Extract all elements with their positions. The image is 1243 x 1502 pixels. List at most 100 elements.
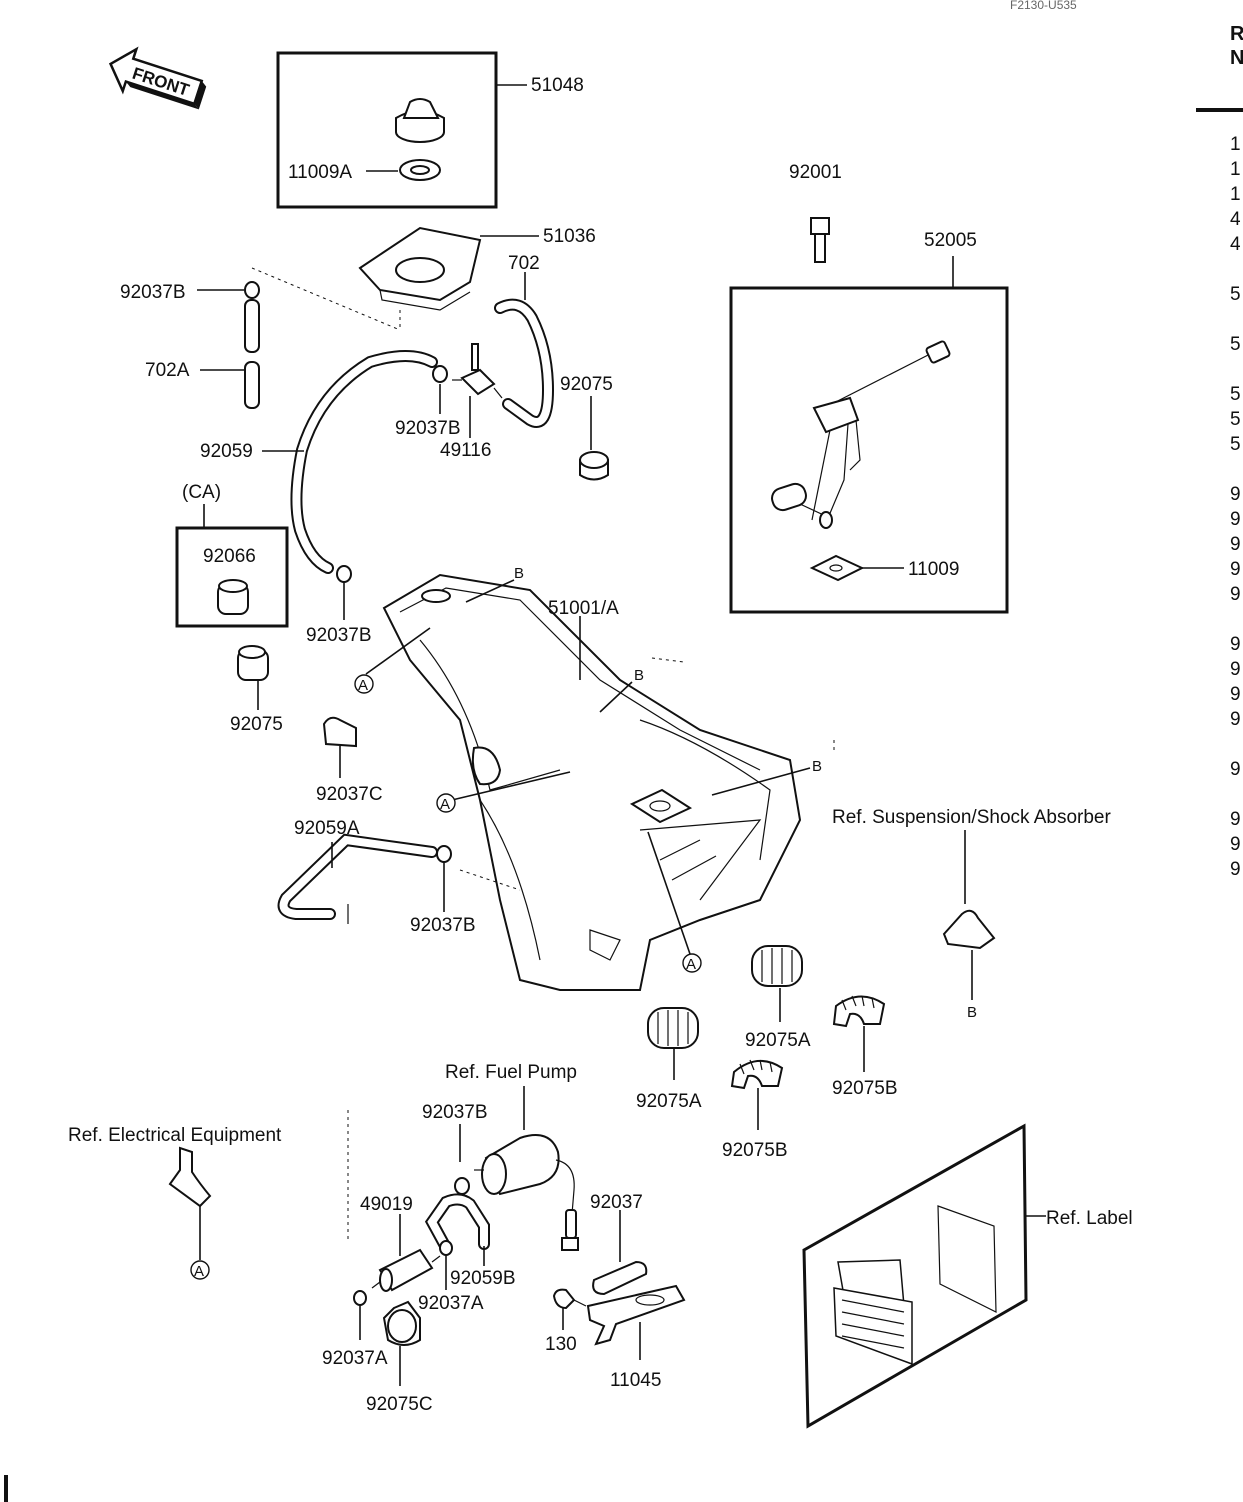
col-digit: 9 bbox=[1230, 859, 1241, 880]
col-digit: 9 bbox=[1230, 684, 1241, 705]
bolt-130-icon bbox=[552, 1288, 587, 1310]
col-digit: 9 bbox=[1230, 559, 1241, 580]
col-digit: 9 bbox=[1230, 834, 1241, 855]
ref-suspension: Ref. Suspension/Shock Absorber bbox=[832, 807, 1112, 828]
clip-92037C-icon bbox=[322, 716, 357, 748]
valve-49116-icon bbox=[452, 343, 503, 399]
marker-A-2: A bbox=[440, 796, 450, 813]
col-digit: 5 bbox=[1230, 334, 1241, 355]
label-92059A: 92059A bbox=[294, 818, 360, 839]
fuel-filter-49019-icon bbox=[371, 1248, 441, 1292]
clip-92037B-mid-icon bbox=[432, 365, 448, 383]
label-51048: 51048 bbox=[531, 75, 584, 96]
cushion-92075-left-icon bbox=[237, 645, 269, 681]
label-702: 702 bbox=[508, 253, 540, 274]
col-digit: 4 bbox=[1230, 234, 1241, 255]
front-arrow-icon: FRONT bbox=[108, 46, 207, 110]
ref-electrical: Ref. Electrical Equipment bbox=[68, 1125, 282, 1146]
col-digit: 5 bbox=[1230, 384, 1241, 405]
col-digit: 9 bbox=[1230, 534, 1241, 555]
label-92075-2: 92075 bbox=[230, 714, 283, 735]
cushion-92075A-right-icon bbox=[751, 945, 803, 987]
gasket-11009-icon bbox=[809, 554, 865, 582]
marker-A-3: A bbox=[686, 956, 696, 973]
marker-A-1-circle bbox=[354, 674, 374, 694]
label-92075A-1: 92075A bbox=[745, 1030, 811, 1051]
cushion-92075B-right-icon bbox=[832, 995, 886, 1028]
label-52005: 52005 bbox=[924, 230, 977, 251]
bracket-suspension-icon bbox=[942, 909, 996, 950]
col-digit: 9 bbox=[1230, 759, 1241, 780]
label-92075-1: 92075 bbox=[560, 374, 613, 395]
label-49019: 49019 bbox=[360, 1194, 413, 1215]
clip-92037B-tank-icon bbox=[336, 565, 352, 583]
clip-92037B-icon bbox=[244, 281, 260, 299]
clip-92037A-icon bbox=[439, 1240, 453, 1256]
label-sheet-icon bbox=[802, 1123, 1028, 1429]
hose-702A-lower bbox=[244, 361, 260, 409]
cushion-92066-icon bbox=[217, 579, 249, 615]
cushion-92075A-left-icon bbox=[647, 1007, 699, 1049]
col-digit: 1 bbox=[1230, 159, 1241, 180]
col-digit: 1 bbox=[1230, 184, 1241, 205]
marker-A-4-circle bbox=[190, 1260, 210, 1280]
label-130: 130 bbox=[545, 1334, 577, 1355]
hose-92037-icon bbox=[592, 1260, 648, 1296]
bolt-92001-icon bbox=[810, 217, 830, 263]
label-51036: 51036 bbox=[543, 226, 596, 247]
label-92037B-1: 92037B bbox=[120, 282, 186, 303]
col-digit: 9 bbox=[1230, 709, 1241, 730]
label-92037B-2: 92037B bbox=[395, 418, 461, 439]
col-digit: 9 bbox=[1230, 634, 1241, 655]
col-digit: 5 bbox=[1230, 284, 1241, 305]
fuel-tank-51001-icon bbox=[382, 573, 802, 991]
label-92037: 92037 bbox=[590, 1192, 643, 1213]
col-digit: 1 bbox=[1230, 134, 1241, 155]
label-11009: 11009 bbox=[908, 559, 959, 580]
fuel-cap-icon bbox=[395, 98, 445, 143]
label-92001: 92001 bbox=[789, 162, 842, 183]
clip-92037B-lower-icon bbox=[436, 845, 452, 863]
label-92066: 92066 bbox=[203, 546, 256, 567]
label-11009A: 11009A bbox=[288, 162, 352, 183]
marker-B-4: B bbox=[967, 1004, 977, 1021]
col-digit: 4 bbox=[1230, 209, 1241, 230]
cushion-92075C-icon bbox=[382, 1300, 421, 1346]
fuel-sender-unit-icon bbox=[771, 340, 951, 529]
label-92059B: 92059B bbox=[450, 1268, 516, 1289]
label-92075B-2: 92075B bbox=[722, 1140, 788, 1161]
label-49116: 49116 bbox=[440, 440, 491, 461]
label-92037B-4: 92037B bbox=[410, 915, 476, 936]
cushion-92075B-left-icon bbox=[730, 1059, 784, 1090]
label-92037B-3: 92037B bbox=[306, 625, 372, 646]
col-digit: 5 bbox=[1230, 434, 1241, 455]
label-92037B-5: 92037B bbox=[422, 1102, 488, 1123]
label-92037C: 92037C bbox=[316, 784, 383, 805]
col-digit: 9 bbox=[1230, 809, 1241, 830]
label-11045: 11045 bbox=[610, 1370, 661, 1391]
col-digit: 9 bbox=[1230, 584, 1241, 605]
label-92075A-2: 92075A bbox=[636, 1091, 702, 1112]
cushion-92075-icon bbox=[579, 451, 609, 481]
bracket-11045-icon bbox=[586, 1284, 686, 1346]
marker-A-1: A bbox=[358, 677, 368, 694]
marker-B-3: B bbox=[812, 758, 822, 775]
label-CA: (CA) bbox=[182, 482, 221, 503]
label-51001A: 51001/A bbox=[548, 598, 619, 619]
col-digit: 9 bbox=[1230, 659, 1241, 680]
col-digit: 9 bbox=[1230, 509, 1241, 530]
clip-92037A-lower-icon bbox=[353, 1290, 367, 1306]
label-92037A-2: 92037A bbox=[322, 1348, 388, 1369]
right-heading-n: N bbox=[1230, 47, 1243, 69]
ca-box-92066 bbox=[175, 526, 289, 628]
ref-fuel-pump: Ref. Fuel Pump bbox=[445, 1062, 577, 1083]
gasket-11009A-icon bbox=[399, 159, 441, 181]
label-92075C: 92075C bbox=[366, 1394, 433, 1415]
marker-A-4: A bbox=[194, 1263, 204, 1280]
label-702A: 702A bbox=[145, 360, 190, 381]
label-92037A-1: 92037A bbox=[418, 1293, 484, 1314]
col-digit: 9 bbox=[1230, 484, 1241, 505]
marker-A-2-circle bbox=[436, 793, 456, 813]
header-code: F2130-U535 bbox=[1010, 0, 1077, 12]
